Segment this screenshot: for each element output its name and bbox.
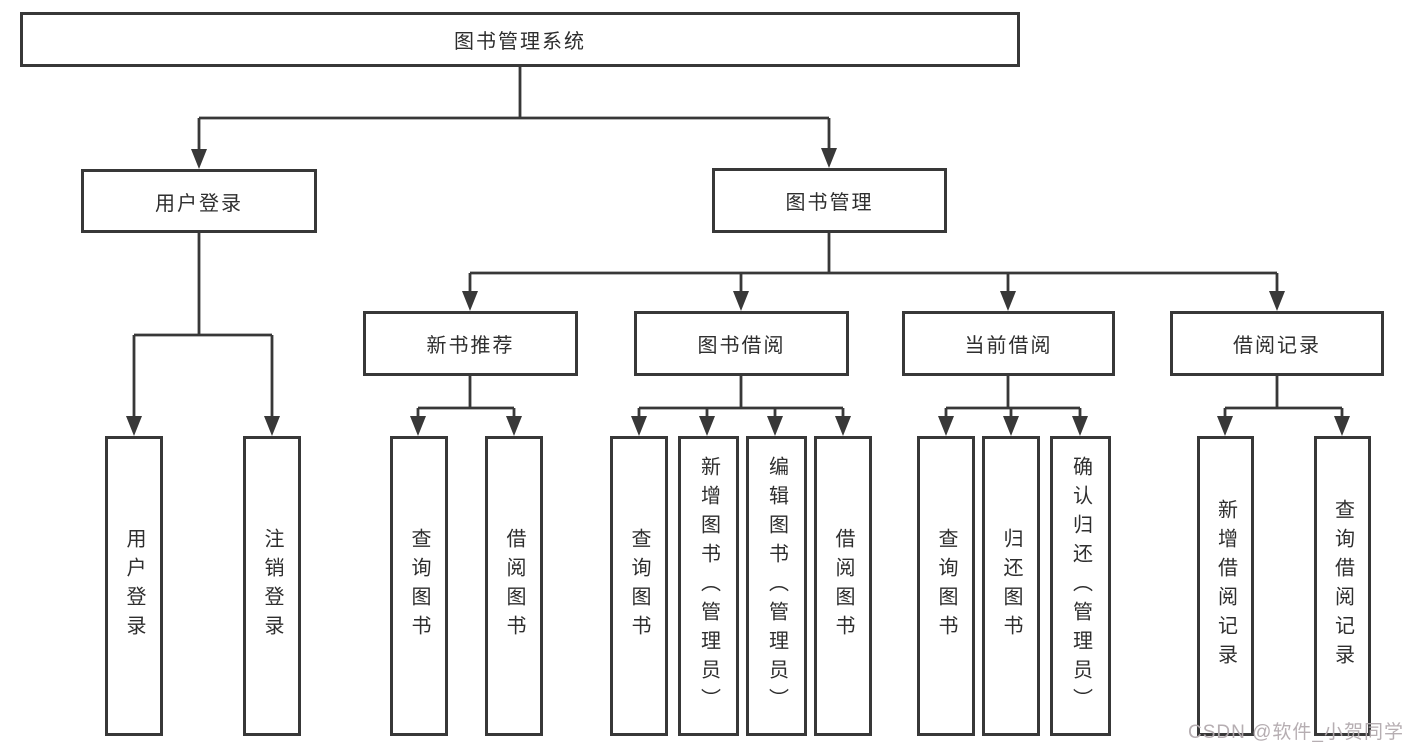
connector-borrow-to-leaves <box>639 376 843 410</box>
node-label: 查询图书 <box>628 528 650 644</box>
arrow-down-icon <box>1072 416 1088 436</box>
node-leaf-logout: 注销登录 <box>243 436 301 736</box>
node-label: 图书管理系统 <box>454 31 586 53</box>
connector-current-to-leaves <box>946 376 1080 410</box>
node-label: 编辑图书（管理员） <box>765 455 788 717</box>
arrow-down-icon <box>1003 416 1019 436</box>
arrow-down-icon <box>938 416 954 436</box>
node-leaf-search-books: 查询图书 <box>390 436 448 736</box>
arrow-down-icon <box>821 148 837 168</box>
node-label: 归还图书 <box>1000 528 1022 644</box>
node-label: 当前借阅 <box>964 335 1053 357</box>
node-leaf-add-borrow-record: 新增借阅记录 <box>1197 436 1254 736</box>
node-leaf-search-books: 查询图书 <box>917 436 975 736</box>
node-label: 注销登录 <box>261 528 283 644</box>
connector-bookmgmt-to-level2 <box>470 233 1277 275</box>
node-user-login: 用户登录 <box>81 169 317 233</box>
node-leaf-edit-books-admin: 编辑图书（管理员） <box>746 436 807 736</box>
arrow-down-icon <box>191 149 207 169</box>
node-label: 新书推荐 <box>426 335 515 357</box>
arrow-down-icon <box>631 416 647 436</box>
node-leaf-borrow-books: 借阅图书 <box>485 436 543 736</box>
node-book-management: 图书管理 <box>712 168 947 233</box>
node-leaf-borrow-books: 借阅图书 <box>814 436 872 736</box>
node-label: 用户登录 <box>123 528 145 644</box>
arrow-down-icon <box>1269 291 1285 311</box>
node-label: 借阅图书 <box>832 528 854 644</box>
arrow-down-icon <box>462 291 478 311</box>
node-label: 图书管理 <box>785 192 874 214</box>
arrow-down-icon <box>264 416 280 436</box>
node-leaf-add-books-admin: 新增图书（管理员） <box>678 436 739 736</box>
node-new-book-recommend: 新书推荐 <box>363 311 578 376</box>
node-label: 借阅图书 <box>503 528 525 644</box>
connector-login-to-leaves <box>134 233 272 337</box>
arrow-down-icon <box>733 291 749 311</box>
arrow-down-icon <box>506 416 522 436</box>
arrow-down-icon <box>126 416 142 436</box>
csdn-watermark: CSDN @软件_小贺同学 <box>1188 722 1404 743</box>
node-label: 图书借阅 <box>697 335 786 357</box>
connector-recommend-to-leaves <box>418 376 514 410</box>
connector-root-to-level1 <box>199 67 829 120</box>
node-label: 查询借阅记录 <box>1331 499 1354 673</box>
arrow-down-icon <box>767 416 783 436</box>
node-leaf-return-books: 归还图书 <box>982 436 1040 736</box>
node-label: 查询图书 <box>408 528 430 644</box>
node-current-borrowing: 当前借阅 <box>902 311 1115 376</box>
connector-records-to-leaves <box>1225 376 1342 410</box>
node-borrowing-records: 借阅记录 <box>1170 311 1384 376</box>
node-label: 新增图书（管理员） <box>697 455 720 717</box>
arrow-down-icon <box>699 416 715 436</box>
node-leaf-confirm-return-admin: 确认归还（管理员） <box>1050 436 1111 736</box>
arrow-down-icon <box>1000 291 1016 311</box>
node-label: 确认归还（管理员） <box>1069 455 1092 717</box>
node-label: 查询图书 <box>935 528 957 644</box>
node-leaf-search-books: 查询图书 <box>610 436 668 736</box>
node-book-borrowing: 图书借阅 <box>634 311 849 376</box>
node-label: 用户登录 <box>155 192 243 215</box>
node-leaf-user-login: 用户登录 <box>105 436 163 736</box>
arrow-down-icon <box>1334 416 1350 436</box>
arrow-down-icon <box>1217 416 1233 436</box>
node-label: 新增借阅记录 <box>1214 499 1237 673</box>
arrow-down-icon <box>410 416 426 436</box>
arrow-down-icon <box>835 416 851 436</box>
node-leaf-search-borrow-record: 查询借阅记录 <box>1314 436 1371 736</box>
node-label: 借阅记录 <box>1233 335 1321 357</box>
node-root-library-system: 图书管理系统 <box>20 12 1020 67</box>
